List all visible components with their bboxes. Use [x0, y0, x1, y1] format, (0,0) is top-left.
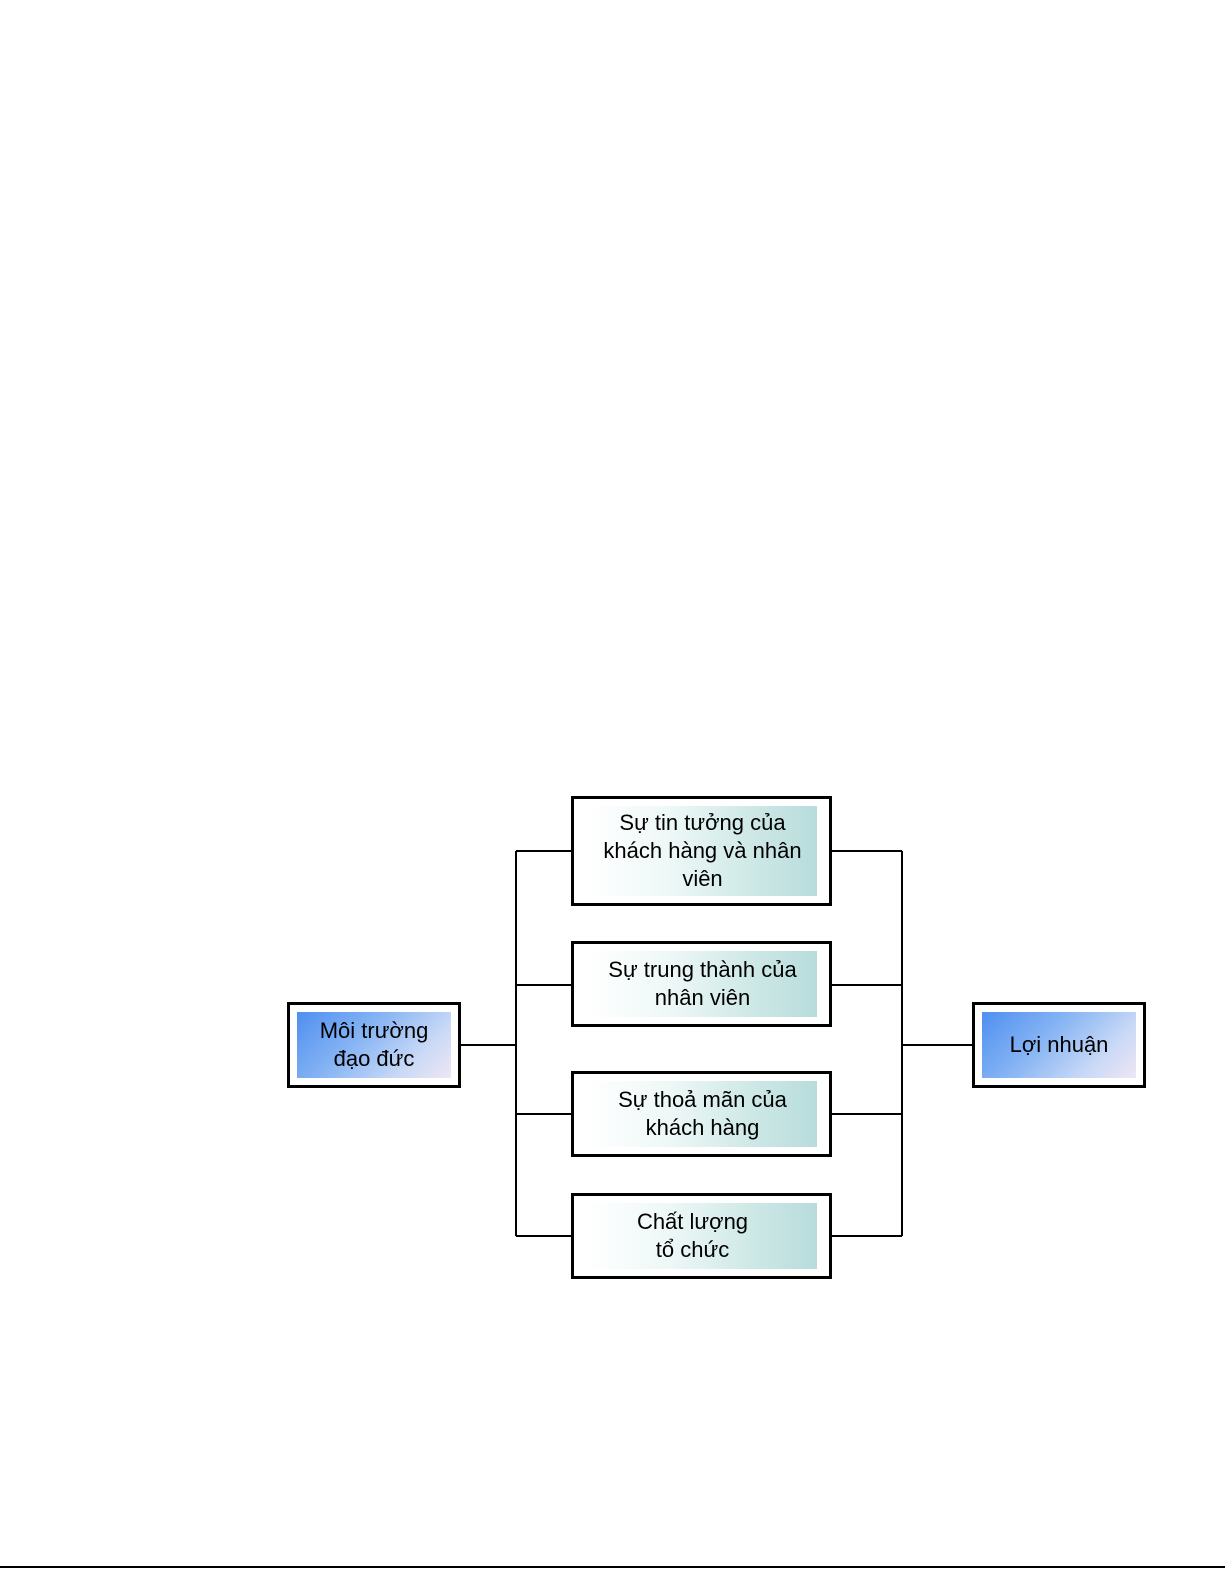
factor-node-1: Sự tin tưởng của khách hàng và nhân viên [571, 796, 832, 906]
source-node-fill: Môi trường đạo đức [297, 1012, 451, 1078]
source-node: Môi trường đạo đức [287, 1002, 461, 1088]
factor-node-4-label: Chất lượng tổ chức [628, 1208, 758, 1264]
page-bottom-rule [0, 1566, 1225, 1568]
factor-node-3: Sự thoả mãn của khách hàng [571, 1071, 832, 1157]
source-node-label: Môi trường đạo đức [314, 1017, 434, 1073]
target-node: Lợi nhuận [972, 1002, 1146, 1088]
target-node-label: Lợi nhuận [989, 1031, 1129, 1059]
factor-node-3-fill: Sự thoả mãn của khách hàng [588, 1081, 817, 1147]
factor-node-4: Chất lượng tổ chức [571, 1193, 832, 1279]
target-node-fill: Lợi nhuận [982, 1012, 1136, 1078]
factor-node-1-fill: Sự tin tưởng của khách hàng và nhân viên [588, 806, 817, 896]
factor-node-3-label: Sự thoả mãn của khách hàng [608, 1086, 798, 1142]
factor-node-2: Sự trung thành của nhân viên [571, 941, 832, 1027]
factor-node-2-fill: Sự trung thành của nhân viên [588, 951, 817, 1017]
factor-node-2-label: Sự trung thành của nhân viên [600, 956, 805, 1012]
factor-node-4-fill: Chất lượng tổ chức [588, 1203, 817, 1269]
factor-node-1-label: Sự tin tưởng của khách hàng và nhân viên [595, 809, 810, 893]
